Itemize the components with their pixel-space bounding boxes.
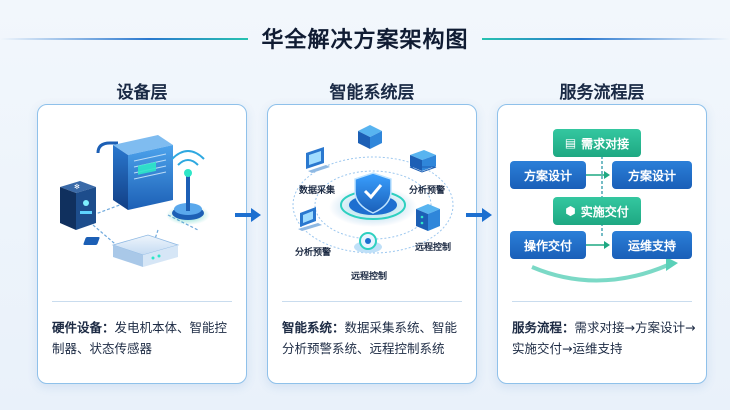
cube-icon: ⬢ [565,204,576,218]
desc-label: 智能系统： [282,320,345,335]
node-label-data-collect: 数据采集 [298,186,335,196]
generator-icon [96,135,173,210]
node-label-analysis-left: 分析预警 [294,248,331,258]
laptop-icon [298,207,322,231]
device-description: 硬件设备：发电机本体、智能控制器、状态传感器 [52,317,236,359]
desc-text: 需求对接→方案设计→实施交付→运维支持 [512,320,696,356]
flow-connectors [531,151,678,283]
flow-step-design-left: 方案设计 [510,161,586,189]
flow-step-maintenance: 运维支持 [612,231,692,259]
cube-icon [358,125,382,149]
server-stack-icon [416,204,440,231]
column-title-device: 设备层 [116,83,168,103]
system-layer-card: 数据采集 分析预警 分析预警 远程控制 远程控制 智能系统：数据采集系统、智能分… [267,104,477,384]
flow-step-label: 需求对接 [581,136,630,151]
node-label-remote-right: 远程控制 [414,243,451,253]
sensor-icon [83,234,180,267]
desc-text: 数据采集系统、智能分析预警系统、远程控制系统 [282,320,458,356]
flow-step-delivery: ⬢ 实施交付 [553,197,641,225]
title-line-right [482,38,730,40]
desc-label: 服务流程： [512,320,575,335]
document-icon: ▤ [564,136,577,150]
monitor-icon [306,147,330,173]
desc-text: 发电机本体、智能控制器、状态传感器 [52,320,228,356]
service-layer-card: ▤ 需求对接 方案设计 方案设计 ⬢ 实施交付 操作交付 运维支持 服务流程：需求对… [497,104,707,384]
arrow-right-icon [466,208,492,222]
title-line-left [0,38,248,40]
system-description: 智能系统：数据采集系统、智能分析预警系统、远程控制系统 [282,317,466,359]
flow-step-design-right: 方案设计 [612,161,692,189]
column-title-system: 智能系统层 [329,83,415,103]
flow-step-requirement: ▤ 需求对接 [553,129,641,157]
shield-icon [329,172,417,227]
svg-text:✻: ✻ [74,183,80,191]
card-divider [282,301,462,302]
service-description: 服务流程：需求对接→方案设计→实施交付→运维支持 [512,317,696,359]
antenna-icon [166,150,210,225]
system-illustration [292,125,454,254]
server-icon [409,150,437,173]
page-title: 华全解决方案架构图 [261,28,469,53]
card-divider [512,301,692,302]
controller-icon: ✻ [60,181,96,230]
column-title-service: 服务流程层 [559,83,645,103]
card-divider [52,301,232,302]
arrow-right-icon [235,208,261,222]
flow-step-operation: 操作交付 [510,231,586,259]
device-illustration: ✻ [60,135,210,267]
device-layer-card: ✻ 硬件设备：发电机本体、智能控制器、状态传感器 [37,104,247,384]
flow-step-label: 实施交付 [580,204,629,219]
node-label-analysis-right: 分析预警 [408,186,445,196]
node-label-remote-bottom: 远程控制 [350,272,387,282]
desc-label: 硬件设备： [52,320,115,335]
target-icon [354,232,382,253]
